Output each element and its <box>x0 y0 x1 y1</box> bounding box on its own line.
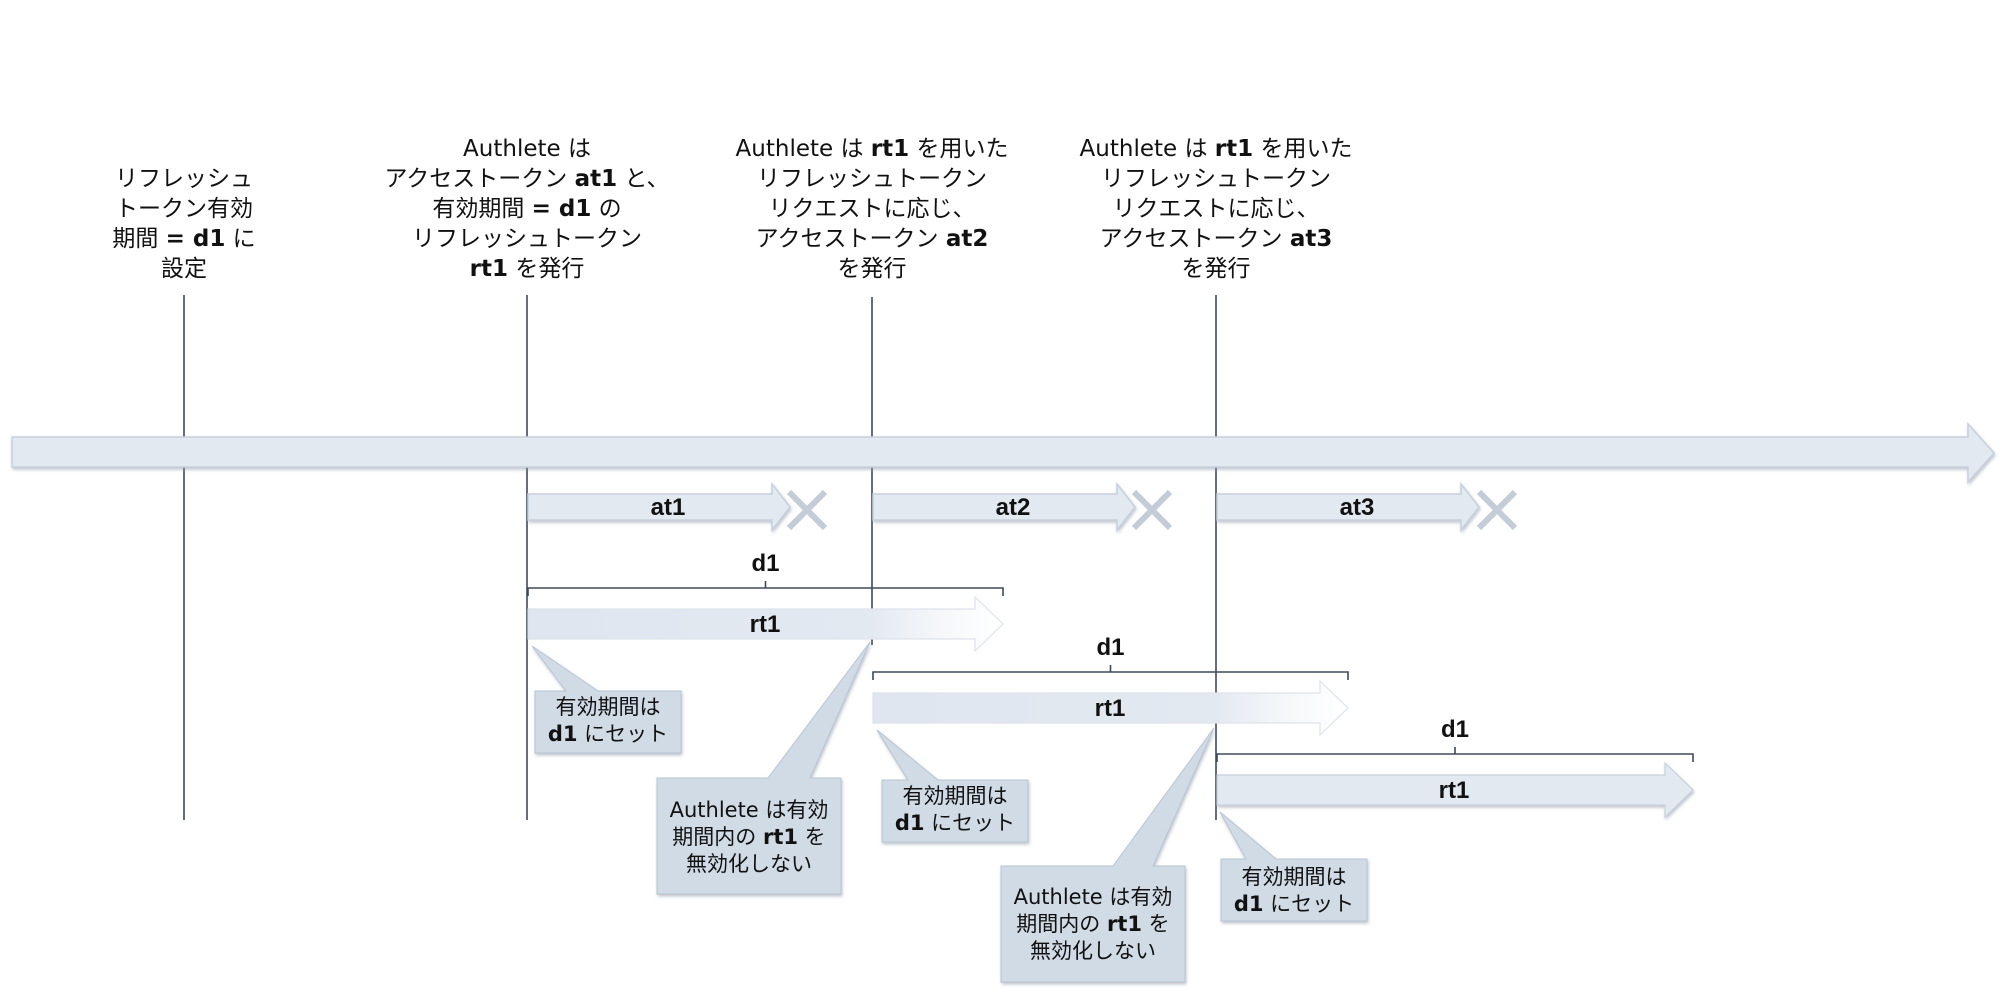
event-label-1: リフレッシュトークン有効期間 = d1 に設定 <box>112 166 256 282</box>
callouts <box>531 641 1368 983</box>
event-label-4: Authlete は rt1 を用いたリフレッシュトークンリクエストに応じ、アク… <box>1079 136 1353 282</box>
callout-box <box>531 645 682 754</box>
duration-brace <box>527 581 1004 596</box>
callout-box <box>656 641 871 895</box>
expire-x-mark <box>785 488 829 532</box>
callout-not-invalidate-2: Authlete は有効期間内の rt1 を無効化しない <box>1013 885 1173 963</box>
refresh-token-label: rt1 <box>750 611 781 638</box>
duration-label: d1 <box>1441 716 1469 743</box>
timeline-arrow <box>11 422 1996 484</box>
callout-box <box>876 729 1029 843</box>
refresh-token-arrow <box>872 679 1349 737</box>
duration-brace <box>1216 747 1694 762</box>
callout-not-invalidate-1: Authlete は有効期間内の rt1 を無効化しない <box>669 798 829 876</box>
expire-x-mark <box>1475 488 1519 532</box>
duration-braces: d1 d1 d1 <box>527 550 1694 762</box>
access-token-label: at2 <box>996 494 1031 521</box>
access-token-label: at3 <box>1340 494 1375 521</box>
expire-x-mark <box>1130 488 1174 532</box>
access-token-arrow <box>527 481 791 533</box>
event-label-2: Authlete はアクセストークン at1 と、有効期間 = d1 のリフレッ… <box>384 136 670 282</box>
duration-label: d1 <box>1096 634 1124 661</box>
callout-box <box>1000 727 1215 983</box>
refresh-token-arrow <box>1216 761 1694 819</box>
refresh-token-label: rt1 <box>1439 777 1470 804</box>
event-label-3: Authlete は rt1 を用いたリフレッシュトークンリクエストに応じ、アク… <box>735 136 1009 282</box>
refresh-token-label: rt1 <box>1095 695 1126 722</box>
refresh-token-arrow <box>527 595 1004 653</box>
refresh-token-arrows: rt1 rt1 rt1 <box>527 595 1694 819</box>
callout-box <box>1219 811 1368 922</box>
access-token-arrow <box>1216 481 1480 533</box>
access-token-arrow <box>872 481 1136 533</box>
duration-brace <box>872 665 1349 680</box>
duration-label: d1 <box>751 550 779 577</box>
access-token-arrows: at1 at2 at3 <box>527 481 1519 533</box>
access-token-label: at1 <box>651 494 686 521</box>
